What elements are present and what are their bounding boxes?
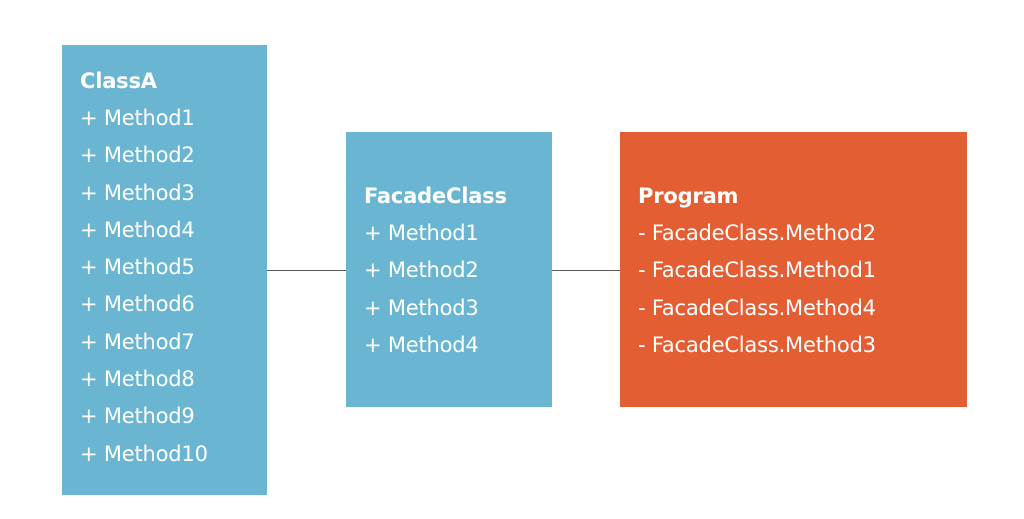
class-a-method-item: + Method1 <box>80 106 195 130</box>
program-box: Program - FacadeClass.Method2 - FacadeCl… <box>620 132 967 407</box>
class-a-method-item: + Method9 <box>80 404 195 429</box>
class-a-title: ClassA <box>80 69 157 93</box>
class-a-method-item: + Method6 <box>80 292 195 317</box>
facade-method-item: + Method3 <box>364 295 479 320</box>
connector-line-classa-facade <box>267 270 346 271</box>
facade-method-item: + Method1 <box>364 221 479 245</box>
facade-class-title: FacadeClass <box>364 184 507 208</box>
facade-method-item: + Method2 <box>364 258 479 283</box>
program-call-item: - FacadeClass.Method3 <box>638 332 876 357</box>
program-call-item: - FacadeClass.Method1 <box>638 258 876 283</box>
program-call-item: - FacadeClass.Method4 <box>638 295 876 320</box>
program-call-item: - FacadeClass.Method2 <box>638 221 876 245</box>
class-a-method-item: + Method4 <box>80 217 195 242</box>
facade-method-item: + Method4 <box>364 332 479 357</box>
class-a-box: ClassA + Method1 + Method2 + Method3 + M… <box>62 45 267 495</box>
connector-line-facade-program <box>552 270 620 271</box>
class-a-method-item: + Method3 <box>80 180 195 205</box>
program-title: Program <box>638 184 739 208</box>
class-a-method-item: + Method8 <box>80 367 195 392</box>
class-a-method-item: + Method10 <box>80 441 208 466</box>
class-a-method-item: + Method5 <box>80 255 195 280</box>
class-a-method-item: + Method2 <box>80 143 195 168</box>
facade-class-box: FacadeClass + Method1 + Method2 + Method… <box>346 132 552 407</box>
class-a-method-item: + Method7 <box>80 329 195 354</box>
